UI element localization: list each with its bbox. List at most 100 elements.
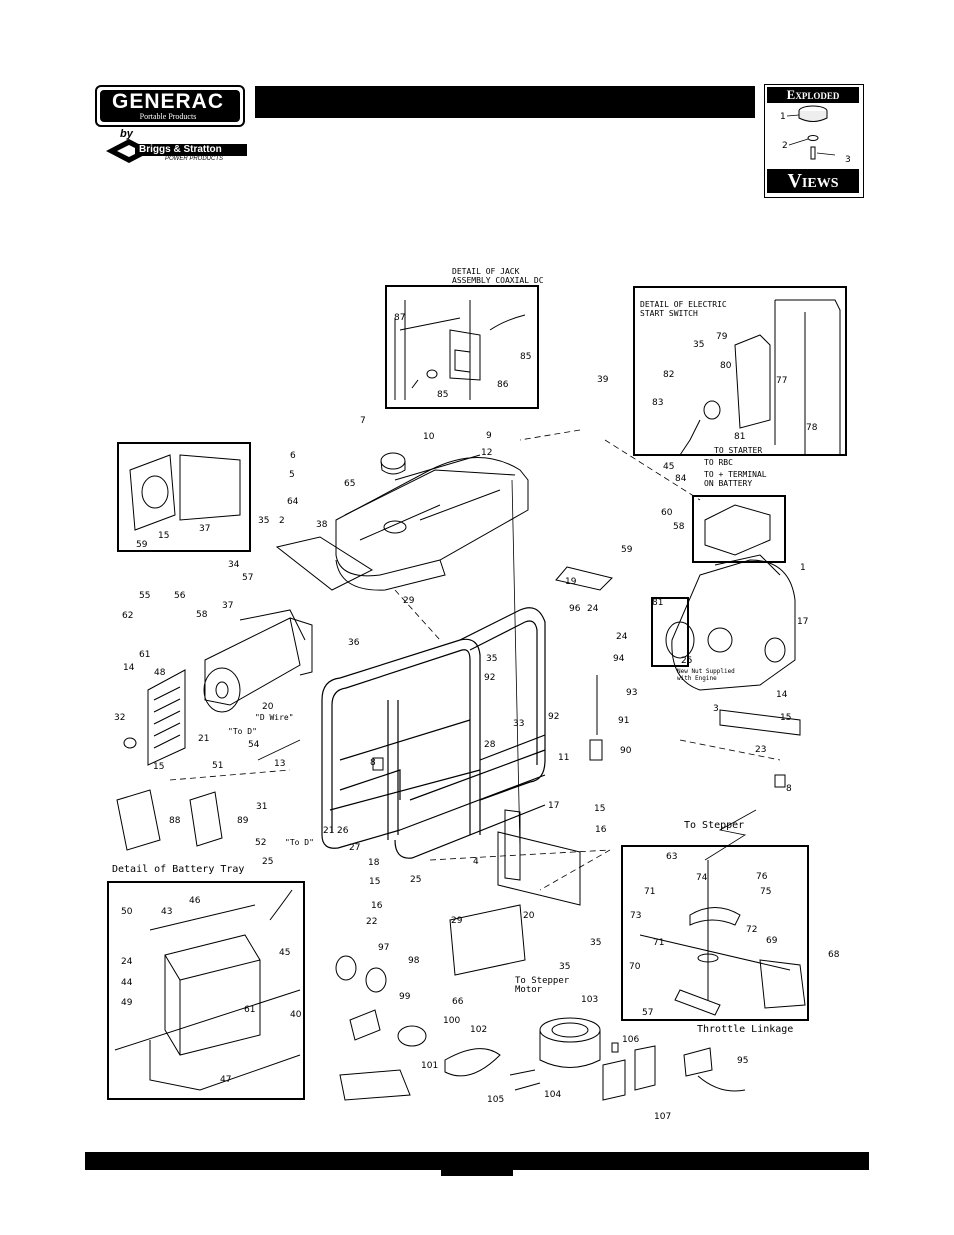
to-stepper-label: To Stepper	[684, 820, 745, 831]
part-callout: 57	[242, 573, 254, 583]
part-callout: 74	[696, 873, 708, 883]
jack-detail-caption: DETAIL OF JACK ASSEMBLY COAXIAL DC	[452, 267, 544, 285]
part-callout: 35	[258, 516, 270, 526]
part-callout: 63	[666, 852, 678, 862]
heat-shield-drawing	[275, 536, 374, 591]
part-callout: 22	[366, 917, 378, 927]
part-callout: 35	[693, 340, 705, 350]
part-callout: 59	[621, 545, 633, 555]
part-callout: 15	[594, 804, 606, 814]
footer-bar-right	[513, 1152, 869, 1170]
generac-logo: GENERAC Portable Products	[95, 85, 245, 127]
part-callout: 16	[595, 825, 607, 835]
to-rbc-label: TO RBC	[704, 458, 733, 467]
part-callout: 23	[755, 745, 767, 755]
part-callout: 39	[597, 375, 609, 385]
part-callout: 40	[290, 1010, 302, 1020]
part-callout: 92	[484, 673, 496, 683]
part-callout: 14	[776, 690, 788, 700]
part-callout: 1	[800, 563, 806, 573]
part-callout: 83	[652, 398, 664, 408]
part-callout: 48	[154, 668, 166, 678]
throttle-linkage-caption: Throttle Linkage	[697, 1024, 794, 1035]
part-callout: 45	[663, 462, 675, 472]
to-starter-label: TO STARTER	[714, 446, 763, 455]
part-callout: 90	[620, 746, 632, 756]
battery-tray-caption: Detail of Battery Tray	[112, 864, 245, 875]
part-callout: 51	[212, 761, 224, 771]
part-callout: 80	[720, 361, 732, 371]
part-callout: 25	[681, 656, 693, 666]
part-callout: 26	[337, 826, 349, 836]
part-callout: 84	[675, 474, 687, 484]
part-callout: 43	[161, 907, 173, 917]
part-callout: 17	[548, 801, 560, 811]
part-callout: 70	[629, 962, 641, 972]
part-callout: 99	[399, 992, 411, 1002]
part-callout: 15	[780, 713, 792, 723]
partner-subtitle: POWER PRODUCTS	[165, 156, 224, 162]
part-callout: 89	[237, 816, 249, 826]
part-callout: 16	[371, 901, 383, 911]
part-callout: 5	[289, 470, 295, 480]
part-callout: 35	[486, 654, 498, 664]
brand-name: GENERAC	[111, 90, 224, 113]
part-callout: 47	[220, 1075, 232, 1085]
generator-drawing	[123, 609, 313, 766]
part-callout: 64	[287, 497, 299, 507]
part-callout: 20	[262, 702, 274, 712]
part-callout: 61	[244, 1005, 256, 1015]
part-callout: 11	[558, 753, 570, 763]
footer-page-tab	[441, 1152, 513, 1176]
part-callout: 102	[470, 1025, 488, 1035]
part-callout: 106	[622, 1035, 640, 1045]
part-callout: 104	[544, 1090, 562, 1100]
to-d-label-2: "To D"	[285, 838, 314, 847]
part-callout: 34	[228, 560, 240, 570]
part-callout: 85	[520, 352, 532, 362]
part-callout: 78	[806, 423, 818, 433]
part-callout: 20	[523, 911, 535, 921]
part-callout: 68	[828, 950, 840, 960]
part-callout: 85	[437, 390, 449, 400]
part-callout: 103	[581, 995, 599, 1005]
part-callout: 21	[198, 734, 210, 744]
part-callout: 65	[344, 479, 356, 489]
part-callout: 71	[644, 887, 656, 897]
part-callout: 13	[274, 759, 286, 769]
part-callout: 28	[484, 740, 496, 750]
part-callout: 96	[569, 604, 581, 614]
part-callout: 24	[121, 957, 133, 967]
part-callout: 98	[408, 956, 420, 966]
part-callout: 92	[548, 712, 560, 722]
part-callout: 46	[189, 896, 201, 906]
part-callout: 105	[487, 1095, 505, 1105]
part-callout: 50	[121, 907, 133, 917]
part-callout: 87	[394, 313, 406, 323]
badge-part-2: 2	[782, 141, 788, 151]
footer-bar-left	[85, 1152, 441, 1170]
engine-drawing	[665, 554, 796, 691]
part-callout: 45	[279, 948, 291, 958]
part-callout: 8	[786, 784, 792, 794]
part-callout: 29	[403, 596, 415, 606]
part-callout: 54	[248, 740, 260, 750]
part-callout: 44	[121, 978, 133, 988]
part-callout: 27	[349, 843, 361, 853]
part-callout: 71	[653, 938, 665, 948]
part-callout: 12	[481, 448, 493, 458]
badge-top-text: Exploded	[786, 87, 840, 102]
part-callout: 32	[114, 713, 126, 723]
part-callout: 81	[652, 598, 664, 608]
part-callout: 24	[616, 632, 628, 642]
part-callout: 97	[378, 943, 390, 953]
part-callout: 73	[630, 911, 642, 921]
part-callout: 37	[199, 524, 211, 534]
part-callout: 10	[423, 432, 435, 442]
badge-part-1: 1	[780, 112, 786, 122]
to-d-label: "To D"	[228, 727, 257, 736]
part-callout: 31	[256, 802, 268, 812]
part-callout: 76	[756, 872, 768, 882]
part-callout: 79	[716, 332, 728, 342]
part-callout: 35	[559, 962, 571, 972]
